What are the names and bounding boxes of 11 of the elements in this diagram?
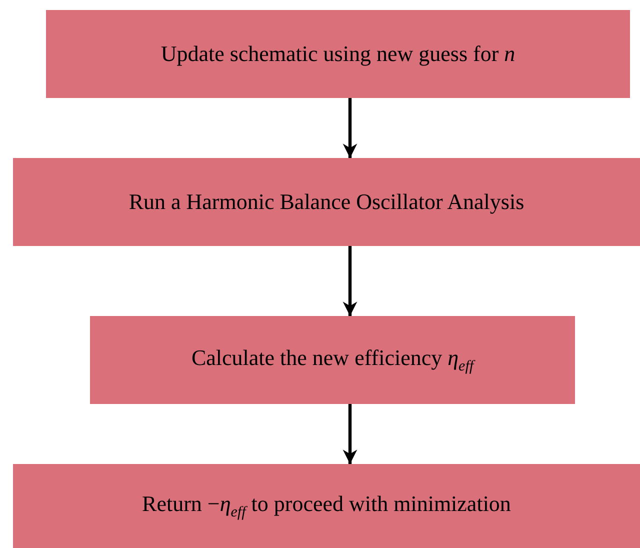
- box-text: Return −η$_{eff}$ to proceed with minimization: [142, 490, 511, 522]
- arrow: [342, 98, 358, 158]
- box-text: Calculate the new efficiency η$_{eff}$: [191, 344, 474, 376]
- process-box: [46, 10, 630, 98]
- arrow: [342, 246, 358, 316]
- box-text: Run a Harmonic Balance Oscillator Analysis: [128, 189, 524, 215]
- box-text: Update schematic using new guess for n: [160, 41, 516, 67]
- process-box: [90, 316, 575, 404]
- arrow: [342, 404, 358, 464]
- process-box: [13, 464, 640, 548]
- process-box: [13, 158, 640, 246]
